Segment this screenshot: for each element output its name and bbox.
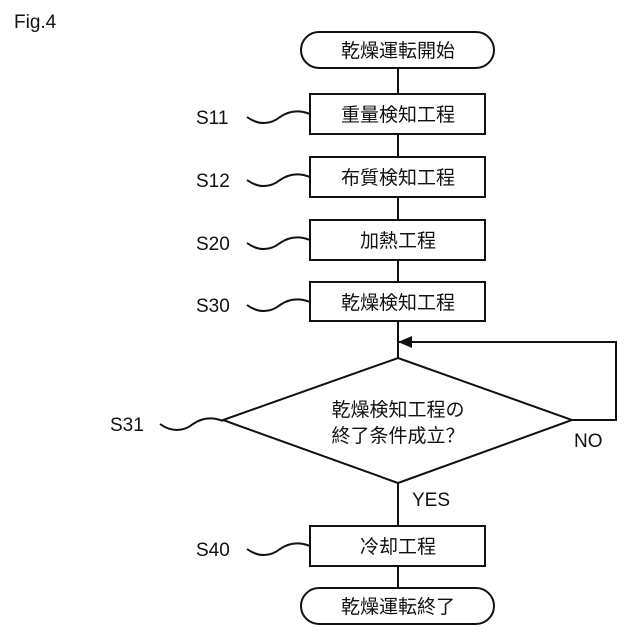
leader-s11 — [247, 111, 310, 123]
step-label-s12: S12 — [196, 171, 230, 192]
process-s11-text: 重量検知工程 — [341, 104, 455, 126]
step-label-s11: S11 — [196, 108, 228, 129]
start-terminal-text: 乾燥運転開始 — [341, 40, 455, 62]
process-s30-text: 乾燥検知工程 — [341, 292, 455, 314]
no-branch-label: NO — [574, 431, 603, 452]
step-label-s20: S20 — [196, 234, 230, 255]
end-terminal-text: 乾燥運転終了 — [341, 596, 455, 618]
decision-s31-line2: 終了条件成立？ — [331, 425, 464, 447]
step-label-s40: S40 — [196, 540, 230, 561]
step-label-s30: S30 — [196, 296, 230, 317]
loop-arrowhead — [398, 336, 412, 348]
figure-label: Fig.4 — [14, 12, 57, 33]
decision-s31-line1: 乾燥検知工程の — [331, 399, 464, 421]
yes-branch-label: YES — [412, 490, 450, 511]
process-s12-text: 布質検知工程 — [341, 167, 455, 189]
leader-s12 — [247, 174, 310, 186]
process-s20-text: 加熱工程 — [360, 230, 436, 252]
leader-s31 — [160, 418, 223, 430]
leader-s20 — [247, 237, 310, 249]
step-label-s31: S31 — [110, 415, 144, 436]
leader-s40 — [247, 543, 310, 555]
leader-s30 — [247, 299, 310, 311]
process-s40-text: 冷却工程 — [360, 536, 436, 558]
